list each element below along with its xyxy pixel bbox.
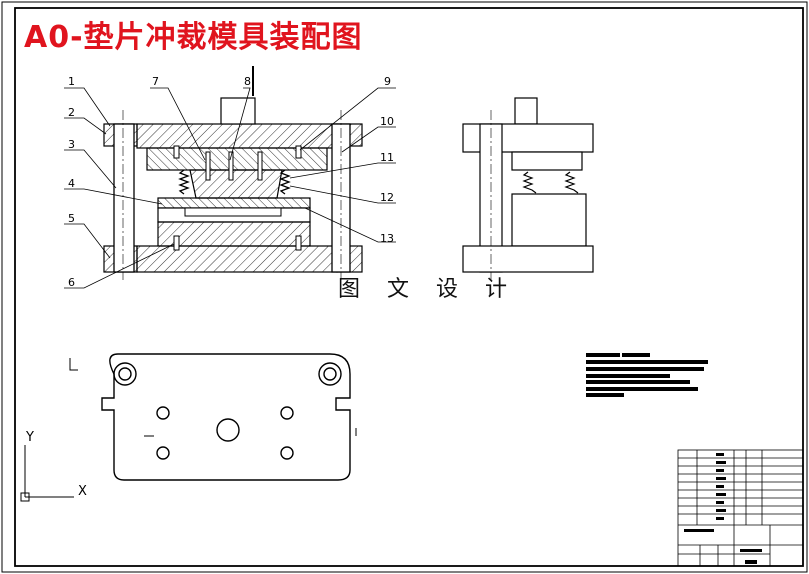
part-label-7: 7: [152, 75, 159, 88]
front-section-view: [103, 66, 363, 280]
drawing-title: A0-垫片冲裁模具装配图: [24, 20, 363, 55]
title-block-text-marks: [684, 453, 762, 564]
part-label-9: 9: [384, 75, 391, 88]
part-label-6: 6: [68, 276, 75, 289]
title-block: [677, 449, 804, 567]
part-label-10: 10: [380, 115, 394, 128]
ucs-icon: [20, 445, 74, 502]
part-label-11: 11: [380, 151, 394, 164]
part-label-5: 5: [68, 212, 75, 225]
plan-view: [69, 353, 357, 481]
part-labels: 1 2 3 4 5 6 7 8 9 10 11 12 13: [68, 75, 394, 289]
drawing-frame-inner: [14, 7, 804, 567]
leader-lines: [64, 87, 396, 289]
part-label-2: 2: [68, 106, 75, 119]
side-view: [462, 97, 594, 280]
ucs-x-label: X: [78, 484, 87, 499]
technical-notes: [586, 353, 708, 397]
part-label-3: 3: [68, 138, 75, 151]
part-label-13: 13: [380, 232, 394, 245]
ucs-y-label: Y: [25, 430, 34, 445]
part-label-8: 8: [244, 75, 251, 88]
part-label-12: 12: [380, 191, 394, 204]
watermark-text: 图 文 设 计: [338, 277, 517, 302]
part-label-1: 1: [68, 75, 75, 88]
part-label-4: 4: [68, 177, 75, 190]
